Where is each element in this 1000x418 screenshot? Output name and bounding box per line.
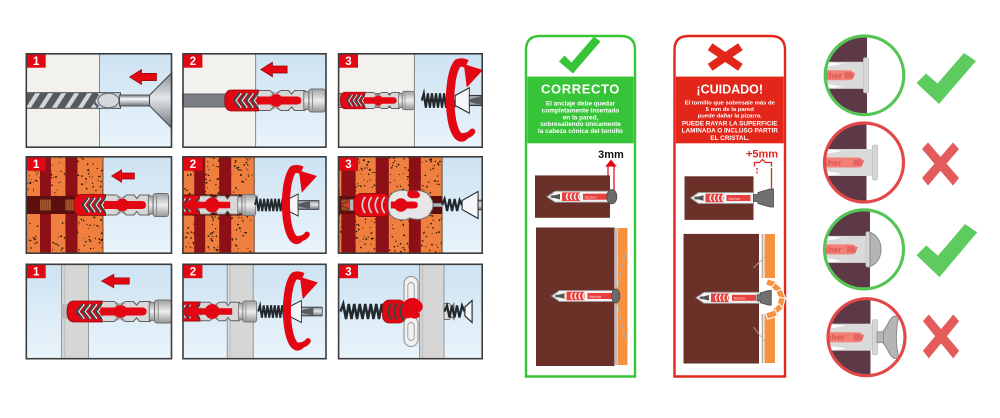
svg-text:1: 1 xyxy=(33,56,40,68)
svg-text:3: 3 xyxy=(345,159,351,171)
svg-text:CORRECTO: CORRECTO xyxy=(541,82,620,97)
svg-text:3mm: 3mm xyxy=(598,149,624,161)
svg-text:2: 2 xyxy=(190,267,196,279)
svg-text:2: 2 xyxy=(190,159,196,171)
svg-text:la cabeza cónica del tornillo: la cabeza cónica del tornillo xyxy=(538,128,623,135)
svg-text:El tornillo que sobresale más: El tornillo que sobresale más de xyxy=(685,101,776,107)
svg-text:1: 1 xyxy=(33,159,40,171)
svg-text:completamente insertado: completamente insertado xyxy=(542,107,620,114)
svg-text:en la pared,: en la pared, xyxy=(563,114,599,121)
svg-text:2: 2 xyxy=(190,56,196,68)
svg-text:5 mm de la pared: 5 mm de la pared xyxy=(706,107,755,113)
svg-text:El anclaje debe quedar: El anclaje debe quedar xyxy=(546,101,616,108)
svg-text:sobresaliendo únicamente: sobresaliendo únicamente xyxy=(540,121,621,128)
svg-text:puede dañar la pizarra.: puede dañar la pizarra. xyxy=(698,113,763,119)
svg-text:¡CUIDADO!: ¡CUIDADO! xyxy=(696,83,763,97)
svg-text:+5mm: +5mm xyxy=(746,149,778,161)
svg-text:PUEDE RAYAR LA SUPERFICIE: PUEDE RAYAR LA SUPERFICIE xyxy=(682,121,778,128)
svg-text:fischer: fischer xyxy=(814,70,843,80)
svg-text:fischer: fischer xyxy=(814,158,843,168)
svg-text:1: 1 xyxy=(33,267,40,279)
svg-text:LAMINADA O INCLUSO PARTIR: LAMINADA O INCLUSO PARTIR xyxy=(682,128,779,135)
svg-text:fischer: fischer xyxy=(814,244,843,254)
svg-text:fischer: fischer xyxy=(817,332,846,342)
svg-text:3: 3 xyxy=(345,56,351,68)
svg-text:3: 3 xyxy=(345,267,351,279)
svg-text:EL CRISTAL.: EL CRISTAL. xyxy=(710,135,749,142)
